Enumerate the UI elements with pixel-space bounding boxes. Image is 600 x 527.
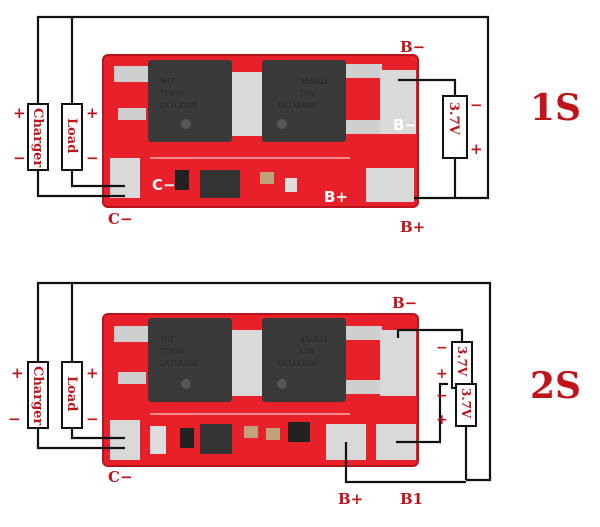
bottom-wire-outer bbox=[36, 281, 492, 482]
bottom-smd-1 bbox=[150, 426, 166, 454]
top-wire-cell-top bbox=[398, 78, 457, 96]
bottom-smd-5 bbox=[288, 422, 310, 442]
bottom-load-box bbox=[61, 361, 83, 429]
bottom-smd-2 bbox=[180, 428, 194, 448]
top-chip1-line3: GK7LK09E bbox=[160, 101, 199, 110]
top-charger-plus: + bbox=[13, 104, 26, 122]
bottom-load-minus: − bbox=[86, 410, 99, 428]
bottom-center-pad bbox=[232, 330, 262, 396]
top-chip1-line2: 7EN56 bbox=[160, 89, 184, 98]
bottom-cell1-plus: + bbox=[436, 366, 448, 382]
top-wire-load-bottom bbox=[70, 170, 125, 188]
bottom-chip2-line2: LH6 bbox=[300, 347, 315, 356]
bottom-charger-minus: − bbox=[8, 410, 21, 428]
bottom-load-plus: + bbox=[86, 364, 99, 382]
top-charger-label: Charger bbox=[30, 108, 45, 167]
top-load-minus: − bbox=[86, 149, 99, 167]
bottom-cminus-pad bbox=[110, 420, 140, 460]
bottom-chip1-line3: GK7LK09E bbox=[160, 359, 199, 368]
top-mosfet-1: 9H7 7EN56 GK7LK09E bbox=[114, 60, 232, 142]
top-config-label: 1S bbox=[530, 87, 581, 129]
bottom-wire-bplus bbox=[344, 442, 466, 484]
top-bplus-label: B+ bbox=[400, 218, 425, 236]
top-smd-1 bbox=[175, 170, 189, 190]
bottom-pcb-edge bbox=[102, 313, 419, 467]
bottom-cell1-minus: − bbox=[436, 340, 448, 356]
bottom-cell2-plus: + bbox=[436, 412, 448, 428]
bottom-cell2-box bbox=[455, 383, 477, 427]
top-silk-cminus: C− bbox=[152, 176, 176, 194]
bottom-cell1-label: 3.7V bbox=[455, 346, 469, 377]
top-cell-label: 3.7V bbox=[446, 102, 461, 136]
bottom-wire-cell1-top bbox=[396, 328, 464, 342]
top-pcb-edge bbox=[102, 54, 419, 208]
top-cminus-pad bbox=[110, 158, 140, 198]
top-cell-box bbox=[442, 95, 468, 159]
top-silk-bplus: B+ bbox=[324, 188, 348, 206]
bottom-cminus-label: C− bbox=[108, 468, 133, 486]
top-chip2-line3: GK1XE006 bbox=[278, 101, 317, 110]
top-charger-box bbox=[27, 103, 49, 171]
bottom-smd-3 bbox=[244, 426, 258, 438]
bottom-load-label: Load bbox=[64, 376, 79, 411]
bottom-charger-label: Charger bbox=[30, 366, 45, 425]
top-bminus-label: B− bbox=[400, 38, 425, 56]
top-charger-minus: − bbox=[13, 149, 26, 167]
top-cell-minus: − bbox=[470, 96, 483, 114]
bottom-wire-charger-bottom bbox=[36, 428, 125, 450]
top-load-label: Load bbox=[64, 118, 79, 153]
bottom-chip1-line2: 7EN56 bbox=[160, 347, 184, 356]
bottom-bplus-label: B+ bbox=[338, 490, 363, 508]
bottom-bminus-label: B− bbox=[392, 294, 417, 312]
top-cminus-label: C− bbox=[108, 210, 133, 228]
top-cell-plus: + bbox=[470, 140, 483, 158]
top-wire-outer bbox=[36, 15, 490, 200]
bottom-section: 9H7 7EN56 GK7LK09E 956N2E LH6 GK1XE006 bbox=[8, 281, 581, 508]
top-silk-bminus: B− bbox=[393, 116, 417, 134]
bottom-wire-load-bottom bbox=[70, 428, 125, 440]
top-smd-2 bbox=[260, 172, 274, 184]
top-mosfet-2: 956N2E LH6 GK1XE006 bbox=[262, 60, 382, 142]
bottom-chip2-line3: GK1XE006 bbox=[278, 359, 317, 368]
top-bplus-pad bbox=[366, 168, 414, 202]
top-ic bbox=[200, 170, 240, 198]
top-chip2-line2: LH6 bbox=[300, 89, 315, 98]
top-chip1-line1: 9H7 bbox=[160, 77, 175, 86]
bottom-b1-label: B1 bbox=[400, 490, 423, 508]
bottom-cell2-label: 3.7V bbox=[459, 388, 473, 419]
top-chip2-line1: 956N2E bbox=[300, 77, 329, 86]
top-load-plus: + bbox=[86, 104, 99, 122]
bottom-cell2-minus: − bbox=[436, 388, 448, 404]
bottom-config-label: 2S bbox=[530, 365, 581, 407]
bottom-charger-plus: + bbox=[11, 364, 24, 382]
bottom-chip2-line1: 956N2E bbox=[300, 335, 329, 344]
bottom-chip1-line1: 9H7 bbox=[160, 335, 175, 344]
bottom-ic bbox=[200, 424, 232, 454]
bottom-mosfet-2: 956N2E LH6 GK1XE006 bbox=[262, 318, 382, 402]
top-load-box bbox=[61, 103, 83, 171]
bottom-charger-box bbox=[27, 361, 49, 429]
bottom-wire-b1 bbox=[396, 382, 448, 444]
top-center-pad bbox=[232, 72, 262, 136]
bottom-smd-4 bbox=[266, 428, 280, 440]
top-smd-3 bbox=[285, 178, 297, 192]
top-wire-charger-bottom bbox=[36, 170, 125, 198]
bottom-bminus-pad bbox=[380, 330, 416, 396]
bottom-mosfet-1: 9H7 7EN56 GK7LK09E bbox=[114, 318, 232, 402]
top-section: 9H7 7EN56 GK7LK09E 956N2E LH6 GK1XE006 C… bbox=[13, 15, 581, 236]
